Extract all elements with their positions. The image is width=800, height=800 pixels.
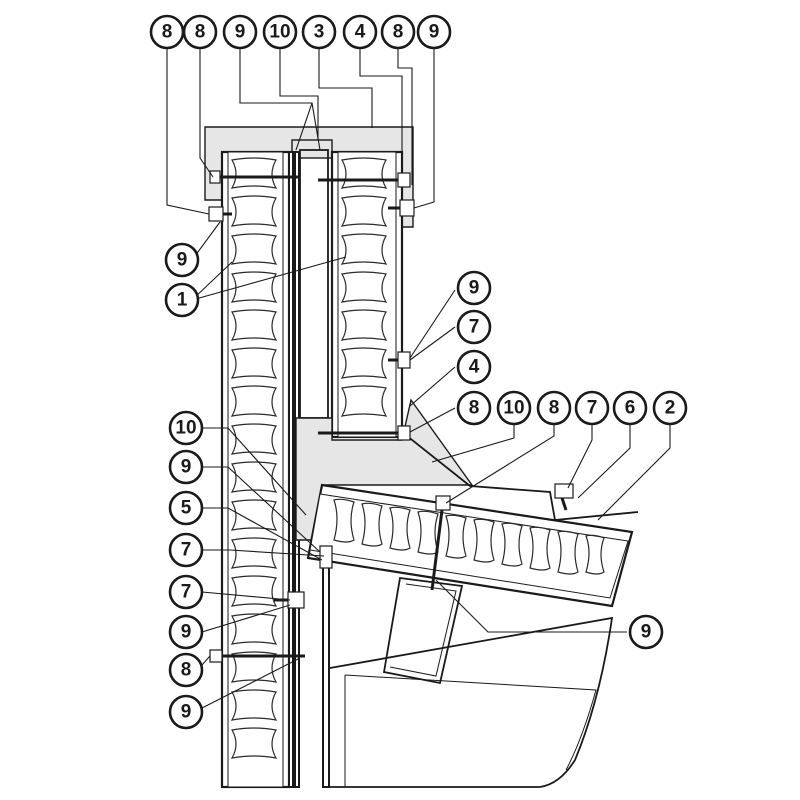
callout-7: 7 bbox=[168, 574, 204, 610]
callout-8: 8 bbox=[456, 390, 492, 426]
callout-label: 9 bbox=[235, 22, 246, 43]
callout-label: 9 bbox=[181, 622, 192, 643]
callout-label: 7 bbox=[587, 398, 598, 419]
callout-label: 9 bbox=[429, 22, 440, 43]
callout-8: 8 bbox=[168, 652, 204, 688]
steel-plate-a bbox=[288, 151, 294, 788]
callout-label: 9 bbox=[641, 622, 652, 643]
callout-label: 1 bbox=[177, 290, 188, 311]
callout-label: 8 bbox=[195, 22, 206, 43]
callout-9: 9 bbox=[164, 242, 200, 278]
callout-label: 8 bbox=[181, 660, 192, 681]
callout-label: 7 bbox=[469, 317, 480, 338]
callout-7: 7 bbox=[574, 390, 610, 426]
fasteners bbox=[208, 170, 574, 663]
callout-7: 7 bbox=[168, 532, 204, 568]
callout-2: 2 bbox=[652, 390, 688, 426]
callout-3: 3 bbox=[301, 14, 337, 50]
callout-9: 9 bbox=[168, 614, 204, 650]
callout-label: 9 bbox=[181, 702, 192, 723]
purlin-inner bbox=[389, 583, 457, 677]
callout-4: 4 bbox=[456, 349, 492, 385]
callout-10: 10 bbox=[262, 14, 298, 50]
fastener-screw bbox=[318, 172, 411, 188]
callout-8: 8 bbox=[182, 14, 218, 50]
callout-9: 9 bbox=[222, 14, 258, 50]
callout-label: 8 bbox=[393, 22, 404, 43]
callout-label: 5 bbox=[181, 498, 192, 519]
callout-1: 1 bbox=[164, 282, 200, 318]
callout-label: 2 bbox=[665, 398, 676, 419]
callout-10: 10 bbox=[168, 410, 204, 446]
fastener-screw bbox=[208, 206, 232, 222]
callout-label: 9 bbox=[181, 457, 192, 478]
fastener-screw bbox=[430, 495, 451, 591]
fastener-screw bbox=[209, 170, 300, 184]
callout-label: 10 bbox=[175, 418, 196, 439]
callout-9: 9 bbox=[168, 449, 204, 485]
callout-label: 4 bbox=[469, 357, 480, 378]
callout-7: 7 bbox=[456, 309, 492, 345]
callout-label: 7 bbox=[181, 582, 192, 603]
roof-panel bbox=[306, 483, 634, 608]
right-upper-panel bbox=[330, 150, 404, 439]
left-vertical-panel bbox=[220, 150, 291, 789]
structure bbox=[204, 126, 639, 789]
callout-9: 9 bbox=[416, 14, 452, 50]
callouts-right: 9 7 4 8 10 8 7 6 2 9 bbox=[456, 270, 688, 650]
roof-purlin bbox=[382, 576, 464, 685]
lower-beam bbox=[329, 616, 614, 788]
callout-label: 8 bbox=[162, 22, 173, 43]
callout-label: 9 bbox=[469, 278, 480, 299]
fastener-screw bbox=[318, 425, 411, 441]
callout-10: 10 bbox=[496, 390, 532, 426]
central-gap-foam bbox=[291, 139, 333, 159]
junction-foam-fill bbox=[295, 398, 474, 541]
callout-label: 3 bbox=[314, 22, 325, 43]
callout-4: 4 bbox=[342, 14, 378, 50]
lower-beam-inner bbox=[344, 674, 597, 771]
callout-label: 8 bbox=[549, 398, 560, 419]
callout-label: 8 bbox=[469, 398, 480, 419]
fastener-screw bbox=[554, 483, 574, 511]
callout-label: 10 bbox=[503, 398, 524, 419]
callout-5: 5 bbox=[168, 490, 204, 526]
callouts-top: 8 8 9 10 3 4 8 9 bbox=[149, 14, 452, 50]
callout-label: 10 bbox=[269, 22, 290, 43]
callout-label: 7 bbox=[181, 540, 192, 561]
callout-9: 9 bbox=[628, 614, 664, 650]
callout-8: 8 bbox=[380, 14, 416, 50]
callout-8: 8 bbox=[536, 390, 572, 426]
fastener-screw bbox=[319, 545, 333, 569]
callout-label: 6 bbox=[625, 398, 636, 419]
callouts-left: 9 1 10 9 5 7 7 9 8 9 bbox=[164, 242, 204, 730]
callout-label: 9 bbox=[177, 250, 188, 271]
callout-9: 9 bbox=[456, 270, 492, 306]
callout-6: 6 bbox=[612, 390, 648, 426]
callout-label: 4 bbox=[355, 22, 366, 43]
inner-post bbox=[299, 149, 329, 419]
callout-9: 9 bbox=[168, 694, 204, 730]
callout-8: 8 bbox=[149, 14, 185, 50]
